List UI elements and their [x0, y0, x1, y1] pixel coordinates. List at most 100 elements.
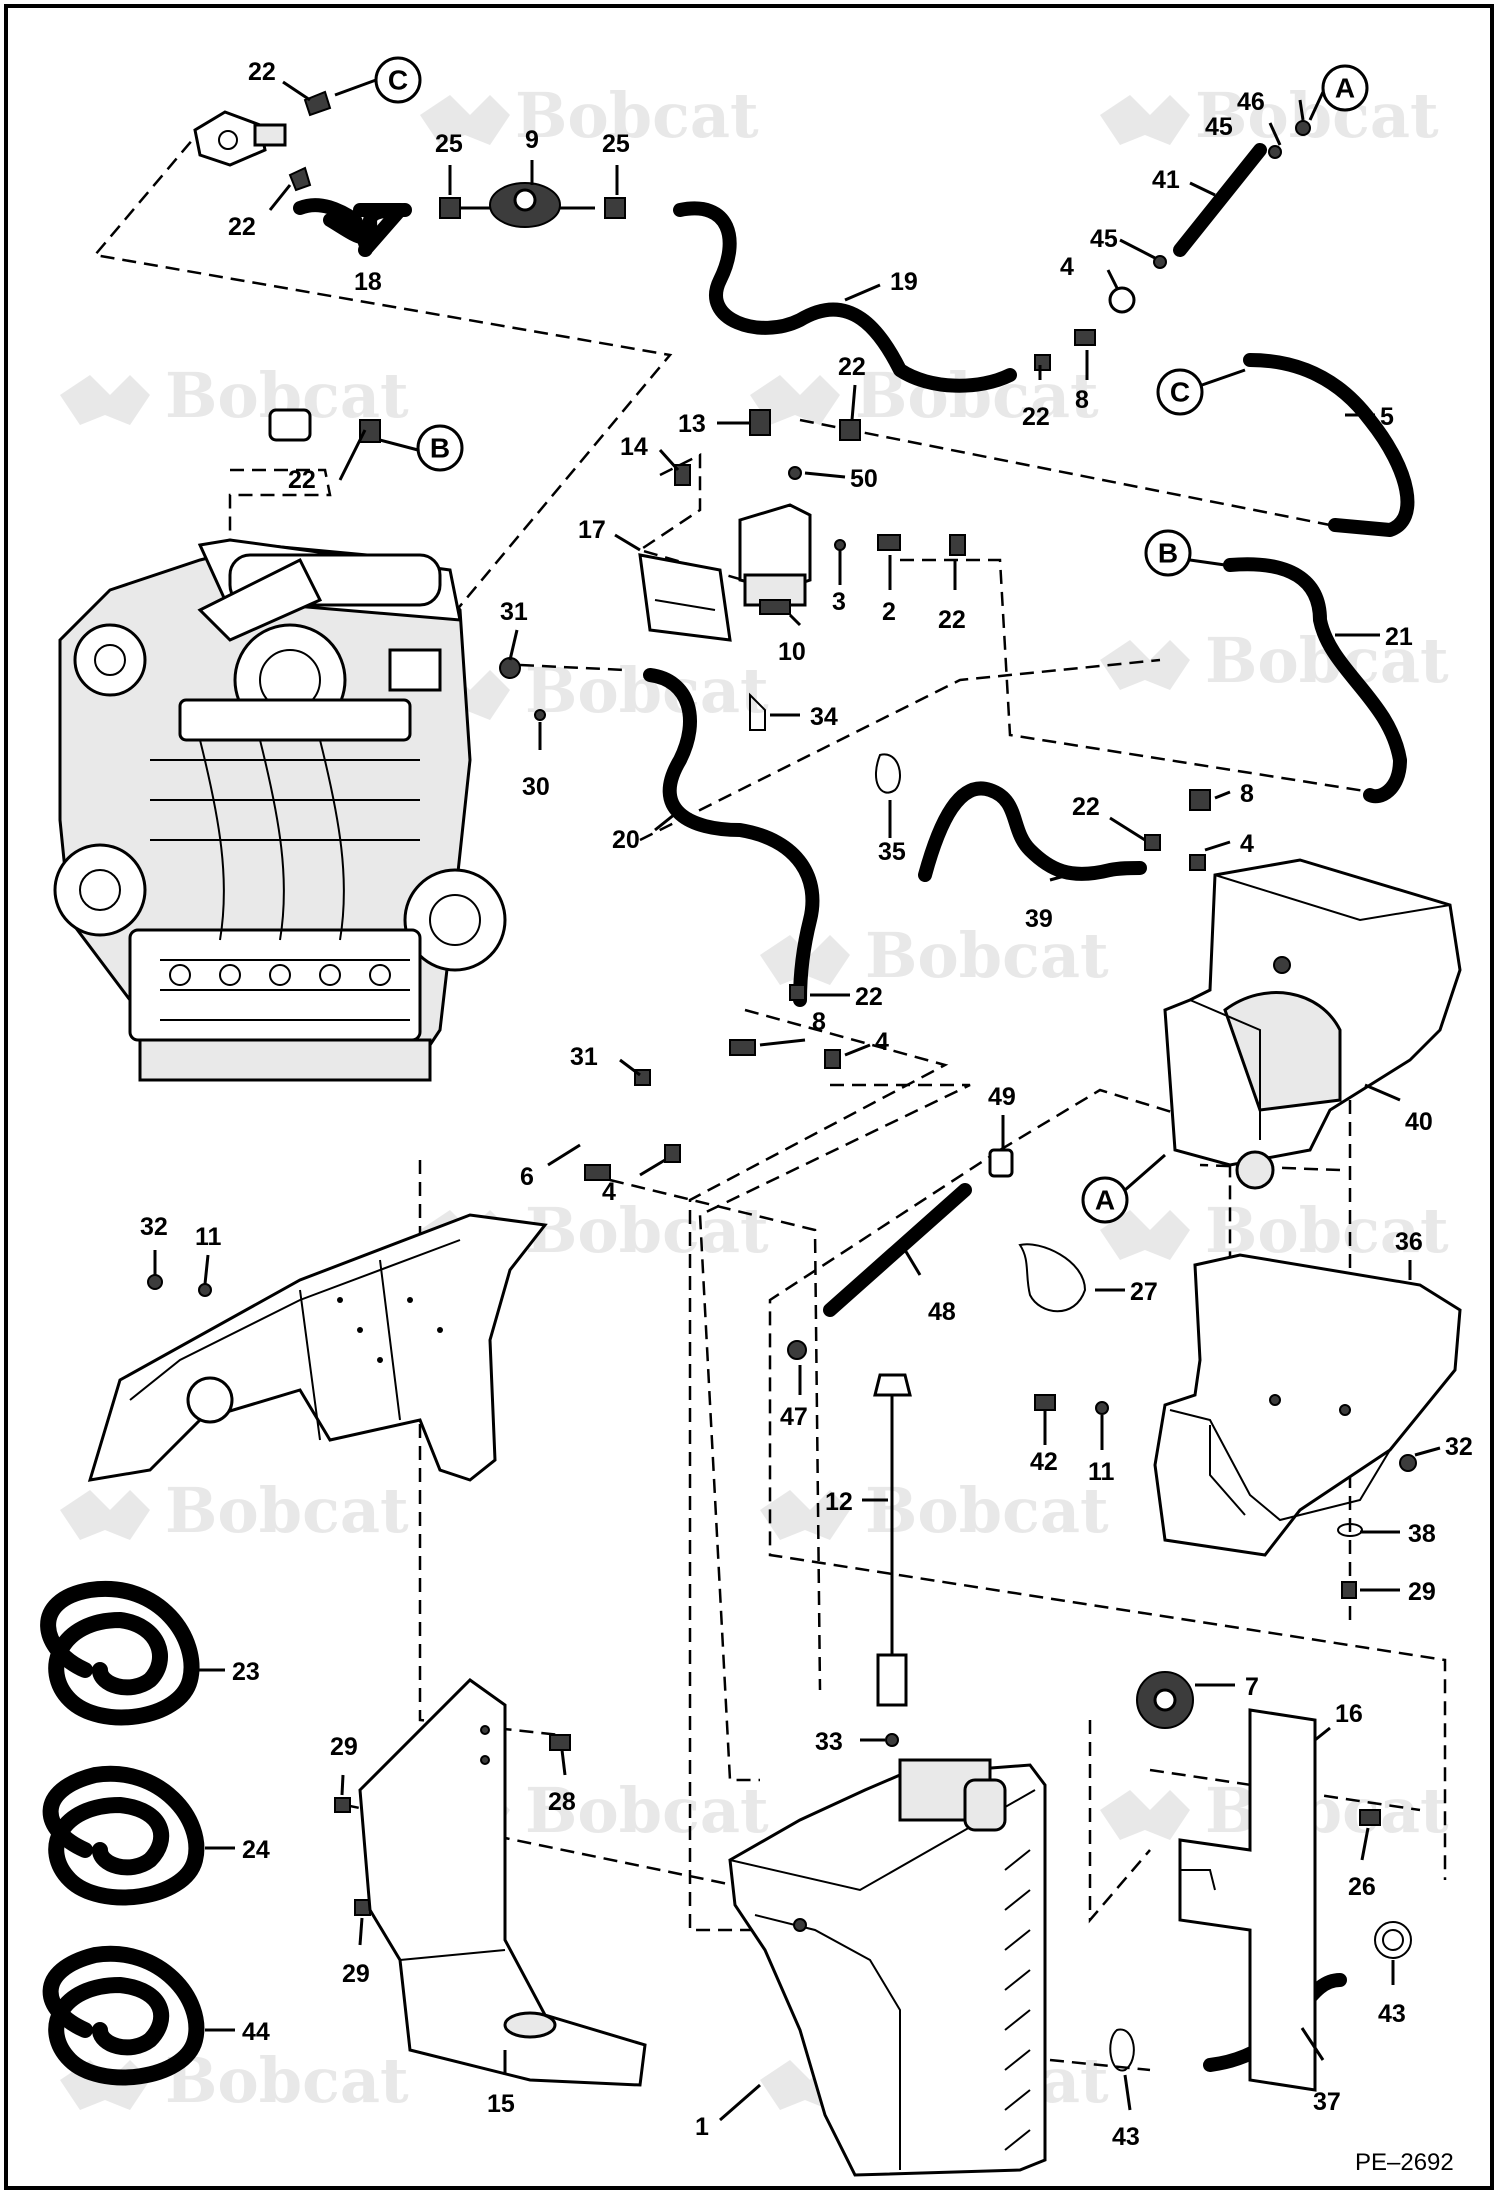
fuel-sensor-fitting: [268, 408, 381, 443]
coiled-hose-24: [42, 1765, 205, 1906]
svg-text:C: C: [1170, 377, 1190, 408]
svg-text:Bobcat: Bobcat: [1195, 79, 1439, 152]
svg-text:A: A: [1095, 1185, 1115, 1216]
callout-35: 35: [878, 838, 906, 866]
fuel-sender-12: [873, 1373, 912, 1747]
coiled-hose-44: [42, 1945, 205, 2086]
diagram-frame: [4, 4, 1494, 2190]
hose-5: [1243, 353, 1415, 537]
svg-text:Bobcat: Bobcat: [1205, 1774, 1449, 1847]
callout-36: 36: [1395, 1228, 1423, 1256]
svg-text:Bobcat: Bobcat: [865, 1474, 1109, 1547]
callout-1: 1: [695, 2113, 709, 2141]
callout-13: 13: [678, 410, 706, 438]
callout-29: 29: [1408, 1578, 1436, 1606]
svg-text:Bobcat: Bobcat: [515, 79, 759, 152]
svg-text:Bobcat: Bobcat: [525, 1774, 769, 1847]
svg-text:Bobcat: Bobcat: [855, 359, 1099, 432]
reference-marker-b-right: B: [1144, 529, 1192, 577]
svg-text:C: C: [388, 65, 408, 96]
callout-32: 32: [140, 1213, 168, 1241]
callout-42: 42: [1030, 1448, 1058, 1476]
callout-38: 38: [1408, 1520, 1436, 1548]
hose-39: [918, 781, 1147, 882]
callout-40: 40: [1405, 1108, 1433, 1136]
callout-2: 2: [882, 598, 896, 626]
callout-50: 50: [850, 465, 878, 493]
callout-15: 15: [487, 2090, 515, 2118]
callout-20: 20: [612, 826, 640, 854]
tank-bracket-16: [1178, 1708, 1317, 2092]
callout-46: 46: [1237, 88, 1265, 116]
callout-5: 5: [1380, 403, 1394, 431]
callout-44: 44: [242, 2018, 270, 2046]
reference-marker-b-left: B: [416, 424, 464, 472]
callout-12: 12: [825, 1488, 853, 1516]
watermark: Bobcat: [420, 79, 759, 152]
tank-bracket-15: [358, 1678, 647, 2087]
callout-25: 25: [602, 130, 630, 158]
callout-10: 10: [778, 638, 806, 666]
watermark: Bobcat: [420, 654, 769, 727]
callout-33: 33: [815, 1728, 843, 1756]
fuel-tank-shield-36: [1153, 1253, 1462, 1557]
svg-text:Bobcat: Bobcat: [525, 1194, 769, 1267]
callout-11: 11: [195, 1223, 222, 1251]
watermark: Bobcat: [1100, 1774, 1449, 1847]
callout-27: 27: [1130, 1278, 1158, 1306]
callout-6: 6: [520, 1163, 534, 1191]
watermark: Bobcat: [1100, 79, 1439, 152]
callout-4: 4: [1240, 830, 1254, 858]
svg-text:Bobcat: Bobcat: [525, 654, 769, 727]
callout-8: 8: [1240, 780, 1254, 808]
watermark-group: Bobcat Bobcat Bobcat Bobcat Bobcat Bobca…: [60, 79, 1449, 2117]
callout-21: 21: [1385, 623, 1413, 651]
assembly-lines: [92, 124, 1447, 2072]
hose-18-path: [323, 203, 412, 245]
callout-22: 22: [1022, 403, 1050, 431]
callout-7: 7: [1245, 1673, 1259, 1701]
svg-text:B: B: [430, 433, 450, 464]
reference-marker-a-top: A: [1321, 64, 1369, 112]
diagram-code: PE–2692: [1355, 2149, 1454, 2176]
watermark: Bobcat: [760, 1474, 1109, 1547]
reference-marker-c-right: C: [1156, 368, 1204, 416]
callout-26: 26: [1348, 1873, 1376, 1901]
reference-marker-c-top: C: [374, 56, 422, 104]
callout-29: 29: [330, 1733, 358, 1761]
engine-outlet-flange: [193, 110, 287, 167]
hose-41: [1173, 143, 1267, 257]
watermark: Bobcat: [750, 359, 1099, 432]
callout-32: 32: [1445, 1433, 1473, 1461]
hose-18: [293, 198, 407, 257]
callout-17: 17: [578, 516, 606, 544]
callout-25: 25: [435, 130, 463, 158]
svg-text:A: A: [1335, 73, 1355, 104]
callout-23: 23: [232, 1658, 260, 1686]
callout-16: 16: [1335, 1700, 1363, 1728]
callout-4: 4: [1060, 253, 1074, 281]
callout-39: 39: [1025, 905, 1053, 933]
hose-20: [643, 668, 820, 1007]
engine-assembly: [53, 538, 507, 1082]
callout-14: 14: [620, 433, 648, 461]
callout-29: 29: [342, 1960, 370, 1988]
callout-37: 37: [1313, 2088, 1341, 2116]
callout-43: 43: [1378, 2000, 1406, 2028]
callout-22: 22: [838, 353, 866, 381]
hose-19: [673, 201, 1017, 393]
callout-22: 22: [248, 58, 276, 86]
watermark: Bobcat: [60, 359, 409, 432]
reference-leaders: [334, 78, 1325, 1192]
callout-18: 18: [354, 268, 382, 296]
callout-4: 4: [602, 1178, 616, 1206]
callout-8: 8: [812, 1008, 826, 1036]
hose-21: [1223, 557, 1407, 804]
callout-22: 22: [1072, 793, 1100, 821]
fuel-cap-7: [1136, 1671, 1194, 1729]
callout-11: 11: [1088, 1458, 1115, 1486]
coiled-hose-23: [40, 1580, 200, 1726]
fuel-tank-40: [1163, 858, 1462, 1190]
callout-47: 47: [780, 1403, 808, 1431]
callout-22: 22: [288, 466, 316, 494]
